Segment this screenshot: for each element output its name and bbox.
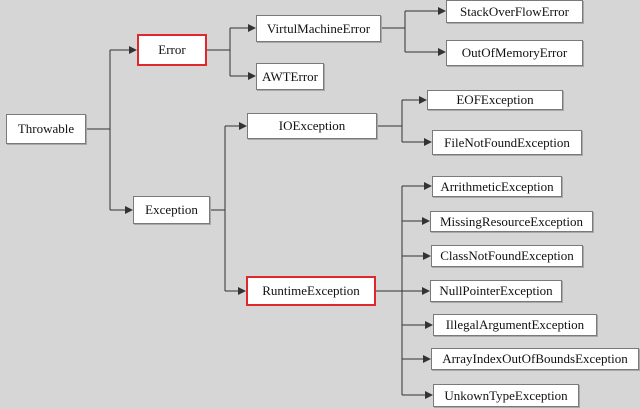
node-stack-over-flow-error: StackOverFlowError: [446, 0, 583, 23]
node-array-index-out-of-bounds-exception: ArrayIndexOutOfBoundsException: [431, 348, 639, 370]
node-arrithmetic-exception: ArrithmeticException: [432, 176, 562, 197]
node-illegal-argument-exception: IllegalArgumentException: [433, 314, 597, 336]
node-virtual-machine-error: VirtulMachineError: [256, 15, 381, 42]
node-io-exception: IOException: [247, 113, 377, 139]
node-file-not-found-exception: FileNotFoundException: [432, 130, 582, 155]
node-unkown-type-exception: UnkownTypeException: [433, 384, 579, 407]
node-error: Error: [137, 34, 207, 66]
node-runtime-exception: RuntimeException: [246, 276, 376, 306]
node-throwable: Throwable: [6, 114, 86, 144]
node-awt-error: AWTError: [256, 63, 324, 90]
node-missing-resource-exception: MissingResourceException: [430, 211, 593, 232]
node-out-of-memory-error: OutOfMemoryError: [446, 40, 583, 66]
node-exception: Exception: [133, 196, 210, 224]
node-eof-exception: EOFException: [427, 90, 563, 110]
node-null-pointer-exception: NullPointerException: [430, 280, 562, 302]
node-class-not-found-exception: ClassNotFoundException: [431, 245, 583, 267]
